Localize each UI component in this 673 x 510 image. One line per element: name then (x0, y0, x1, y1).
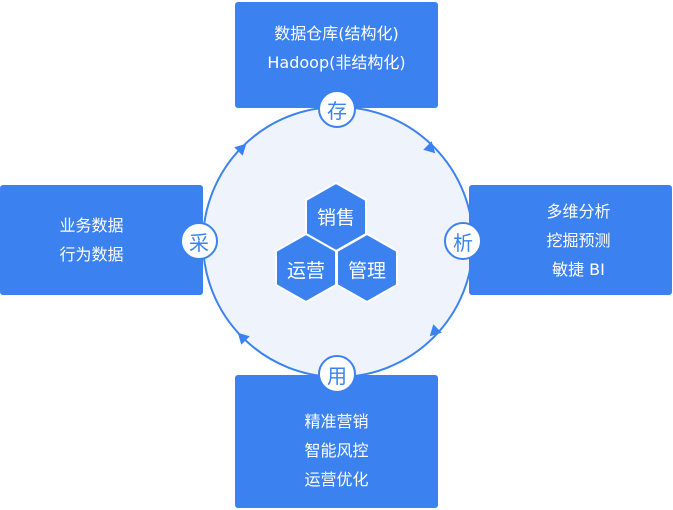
application-line-3: 运营优化 (304, 470, 369, 489)
analysis-line-1: 多维分析 (546, 201, 611, 221)
storage-badge: 存 (318, 90, 356, 128)
arrow-icon-top-left (234, 143, 247, 156)
hexagon-management (336, 232, 398, 304)
storage-line-2: Hadoop(非结构化) (267, 53, 406, 72)
analysis-line-3: 敏捷 BI (552, 259, 605, 279)
analysis-badge: 析 (444, 222, 482, 260)
collection-line-2: 行为数据 (59, 245, 124, 264)
hexagon-sales-label: 销售 (316, 207, 355, 229)
hexagon-operations-label: 运营 (286, 260, 325, 282)
application-line-1: 精准营销 (304, 412, 369, 431)
application-line-2: 智能风控 (304, 441, 369, 460)
hexagon-cluster (275, 181, 398, 304)
storage-line-1: 数据仓库(结构化) (274, 24, 399, 43)
analysis-box: 多维分析 挖掘预测 敏捷 BI (469, 185, 672, 295)
arrow-icon-bottom-left (237, 332, 250, 345)
application-box: 精准营销 智能风控 运营优化 (235, 375, 438, 508)
application-badge: 用 (318, 355, 356, 393)
collection-box: 业务数据 行为数据 (0, 185, 203, 295)
collection-line-1: 业务数据 (59, 216, 124, 235)
arrow-icon-top-right (423, 141, 436, 154)
arrow-icon-bottom-right (429, 324, 442, 337)
collection-badge: 采 (180, 222, 218, 260)
analysis-line-2: 挖掘预测 (546, 230, 611, 250)
hexagon-management-label: 管理 (347, 260, 386, 282)
